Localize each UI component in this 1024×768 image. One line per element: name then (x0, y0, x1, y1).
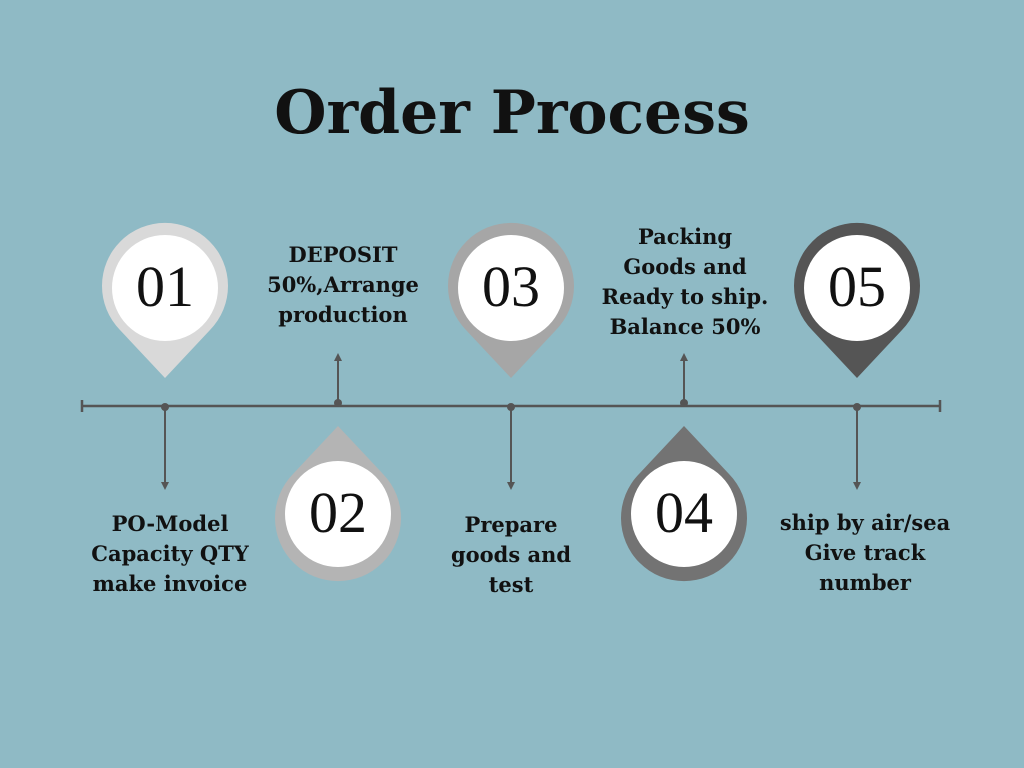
page-title: Order Process (274, 78, 750, 148)
pin-03-icon (448, 222, 575, 378)
step-label-03: Prepare goods and test (450, 512, 572, 597)
pin-02-icon (275, 426, 402, 582)
step-label-01: PO-Model Capacity QTY make invoice (91, 511, 249, 596)
step-number-01: 01 (136, 254, 194, 319)
step-number-02: 02 (309, 480, 367, 545)
connector-05 (853, 403, 861, 490)
step-label-02: DEPOSIT 50%,Arrange production (267, 242, 419, 327)
connector-04 (680, 353, 688, 407)
step-number-04: 04 (655, 480, 713, 545)
step-label-05: ship by air/sea Give track number (779, 510, 951, 595)
step-number-03: 03 (482, 254, 540, 319)
pin-04-icon (621, 426, 748, 582)
step-label-04: Packing Goods and Ready to ship. Balance… (601, 224, 769, 339)
step-number-05: 05 (828, 254, 886, 319)
connector-02 (334, 353, 342, 407)
pin-05-icon (794, 222, 921, 378)
pin-01-icon (102, 222, 228, 378)
connector-03 (507, 403, 515, 490)
connector-01 (161, 403, 169, 490)
